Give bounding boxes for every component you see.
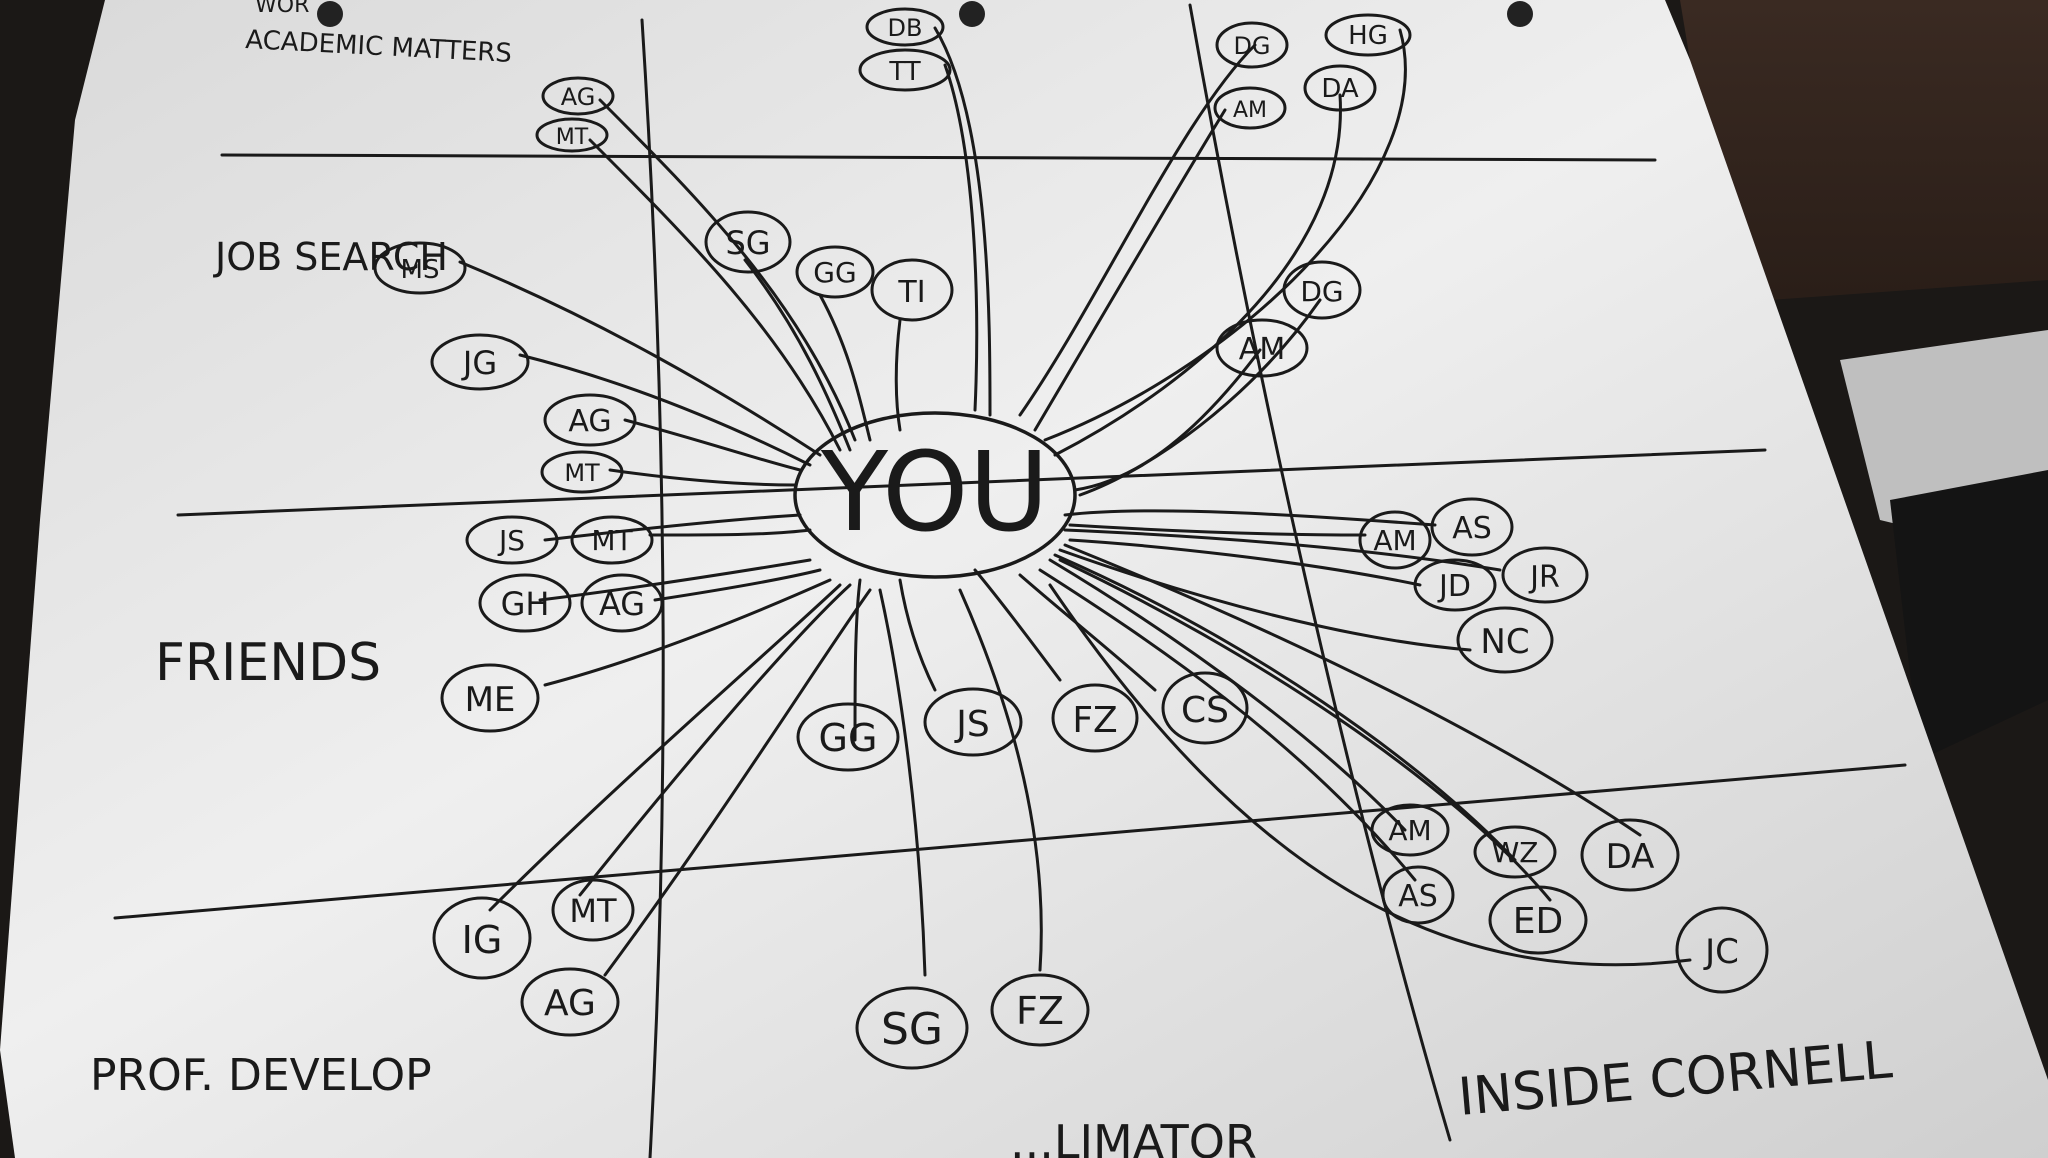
- node-label: MT: [569, 892, 617, 930]
- node-label: JG: [461, 344, 497, 382]
- section-bottom-partial: ...LIMATOR: [1010, 1115, 1257, 1158]
- node-label: AG: [544, 983, 596, 1024]
- node-label: WZ: [1492, 836, 1539, 869]
- node-label: MS: [401, 255, 440, 285]
- node-label: NC: [1480, 622, 1529, 662]
- node-label: AM: [1239, 332, 1285, 367]
- node-label: GG: [819, 716, 878, 760]
- section-prof-develop: PROF. DEVELOP: [90, 1050, 432, 1101]
- node-label: FZ: [1016, 989, 1064, 1033]
- node-label: DG: [1233, 32, 1270, 60]
- node-labels: DB TT AG MT DG HG AM DA SG GG TI MS JG A…: [401, 14, 1739, 1055]
- node-label: MT: [591, 524, 633, 557]
- node-label: SG: [881, 1004, 943, 1055]
- node-label: DA: [1606, 837, 1655, 877]
- section-academic-partial: WOR: [255, 0, 309, 18]
- binder-hole: [959, 1, 985, 27]
- node-label: MT: [564, 459, 600, 487]
- node-label: JR: [1528, 560, 1560, 595]
- node-label: ED: [1513, 901, 1563, 942]
- node-label: DG: [1300, 275, 1343, 308]
- node-label: MT: [556, 125, 589, 150]
- cardboard-box: [1680, 0, 2048, 300]
- node-label: JC: [1703, 932, 1739, 972]
- node-label: HG: [1348, 21, 1388, 51]
- node-label: AS: [1452, 511, 1492, 546]
- node-label: AM: [1233, 98, 1267, 123]
- node-label: AG: [599, 585, 645, 623]
- node-label: AM: [1388, 814, 1431, 847]
- node-label: AS: [1398, 879, 1438, 914]
- center-you-node: YOU: [793, 411, 1077, 579]
- node-label: CS: [1181, 690, 1229, 731]
- node-label: FZ: [1072, 700, 1117, 741]
- binder-hole: [1507, 1, 1533, 27]
- node-label: AG: [568, 404, 611, 439]
- dark-object: [1890, 470, 2048, 760]
- node-label: ME: [465, 680, 516, 720]
- node-label: AM: [1373, 524, 1416, 557]
- node-label: DA: [1321, 74, 1359, 104]
- node-label: GH: [501, 585, 550, 623]
- section-friends: FRIENDS: [155, 633, 381, 693]
- node-label: SG: [725, 224, 770, 262]
- node-label: GG: [813, 256, 856, 289]
- node-label: AG: [561, 83, 596, 111]
- node-label: TI: [897, 275, 925, 310]
- node-label: JS: [954, 704, 989, 745]
- node-label: TT: [888, 57, 920, 87]
- node-label: DB: [888, 14, 923, 42]
- connection-lines: [458, 26, 1692, 977]
- node-label: JS: [497, 524, 525, 557]
- node-circles: [373, 7, 1769, 1070]
- node-label: JD: [1437, 569, 1471, 604]
- center-label: YOU: [820, 428, 1049, 556]
- binder-hole: [317, 1, 343, 27]
- node-label: IG: [462, 918, 503, 962]
